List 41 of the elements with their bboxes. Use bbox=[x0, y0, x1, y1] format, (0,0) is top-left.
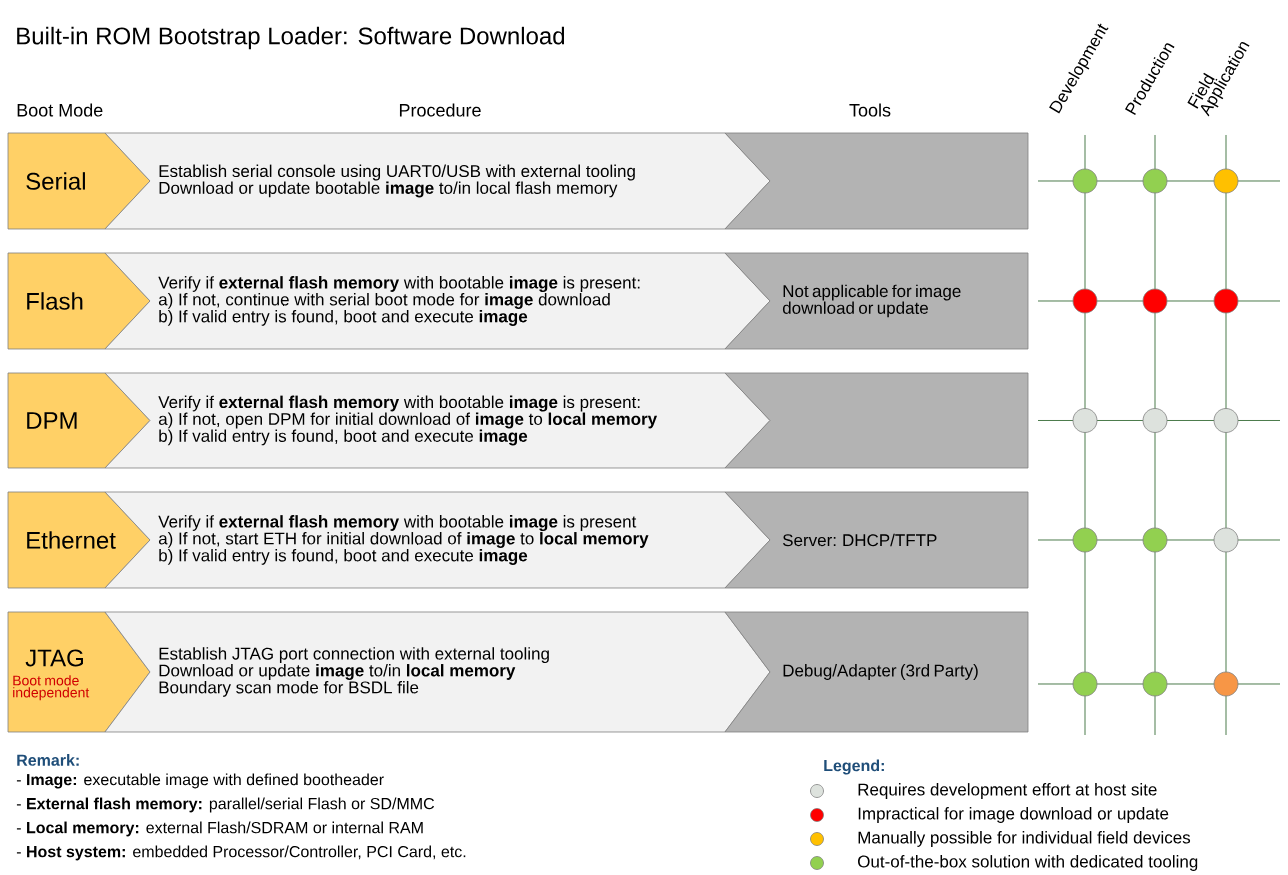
title: Built-in ROM Bootstrap Loader: Software Download bbox=[17, 26, 565, 50]
boot-mode-panel: Flash bbox=[7, 252, 151, 350]
tools-box: Debug/Adapter (3rd Party) bbox=[724, 611, 1029, 733]
procedure-panel: Establish JTAG port connection with external tooling Download or update image to/in local memory Boundary scan mode for BSDL file bbox=[104, 611, 771, 733]
legend-text: Impractical for image download or update bbox=[858, 807, 1169, 823]
legend-text: Requires development effort at host site bbox=[858, 783, 1157, 799]
status-circle bbox=[1213, 168, 1239, 194]
status-circle bbox=[1142, 527, 1168, 553]
remark-text: - Image: executable image with defined bootheader bbox=[16, 773, 384, 789]
status-circle bbox=[1142, 671, 1168, 697]
boot-mode-panel: DPM bbox=[7, 372, 151, 469]
status-circle bbox=[1213, 671, 1239, 697]
tools-box: Server: DHCP/TFTP bbox=[724, 491, 1029, 589]
procedure-panel: Establish serial console using UART0/USB with external tooling Download or update bootable image to/in local flash memory bbox=[104, 132, 771, 230]
status-circle bbox=[1142, 288, 1168, 314]
status-circle bbox=[1213, 408, 1239, 433]
boot-mode-panel: Ethernet bbox=[7, 491, 151, 589]
status-circle bbox=[1142, 168, 1168, 194]
status-circle bbox=[1142, 408, 1168, 433]
legend-heading: Legend: bbox=[824, 759, 884, 775]
legend-text: Out-of-the-box solution with dedicated tooling bbox=[858, 855, 1198, 871]
tools-box bbox=[724, 372, 1029, 469]
status-circle bbox=[1213, 288, 1239, 314]
column-header: Boot Mode bbox=[17, 103, 103, 117]
boot-mode-panel: JTAG Boot mode independent bbox=[7, 611, 151, 733]
legend-text: Manually possible for individual field devices bbox=[858, 831, 1191, 847]
procedure-panel: Verify if external flash memory with bootable image is present: a) If not, open DPM for initial download of image to local memory b) If valid entry is found, boot and execute image bbox=[104, 372, 771, 469]
status-circle bbox=[1213, 527, 1239, 553]
status-circle bbox=[1072, 671, 1098, 697]
status-circle bbox=[1072, 168, 1098, 194]
tools-box bbox=[724, 132, 1029, 230]
status-circle bbox=[1072, 408, 1098, 433]
procedure-panel: Verify if external flash memory with bootable image is present: a) If not, continue with serial boot mode for image download b) If valid entry is found, boot and execute image bbox=[104, 252, 771, 350]
status-circle bbox=[1072, 288, 1098, 314]
status-circle bbox=[1072, 527, 1098, 553]
remark-text: - External flash memory: parallel/serial Flash or SD/MMC bbox=[16, 797, 435, 813]
tools-box: Not applicable for image download or update bbox=[724, 252, 1029, 350]
remark-heading: Remark: bbox=[17, 754, 79, 766]
remark-text: - Local memory: external Flash/SDRAM or internal RAM bbox=[16, 821, 423, 837]
remark-text: - Host system: embedded Processor/Controller, PCI Card, etc. bbox=[16, 845, 466, 861]
boot-mode-panel: Serial bbox=[7, 132, 151, 230]
